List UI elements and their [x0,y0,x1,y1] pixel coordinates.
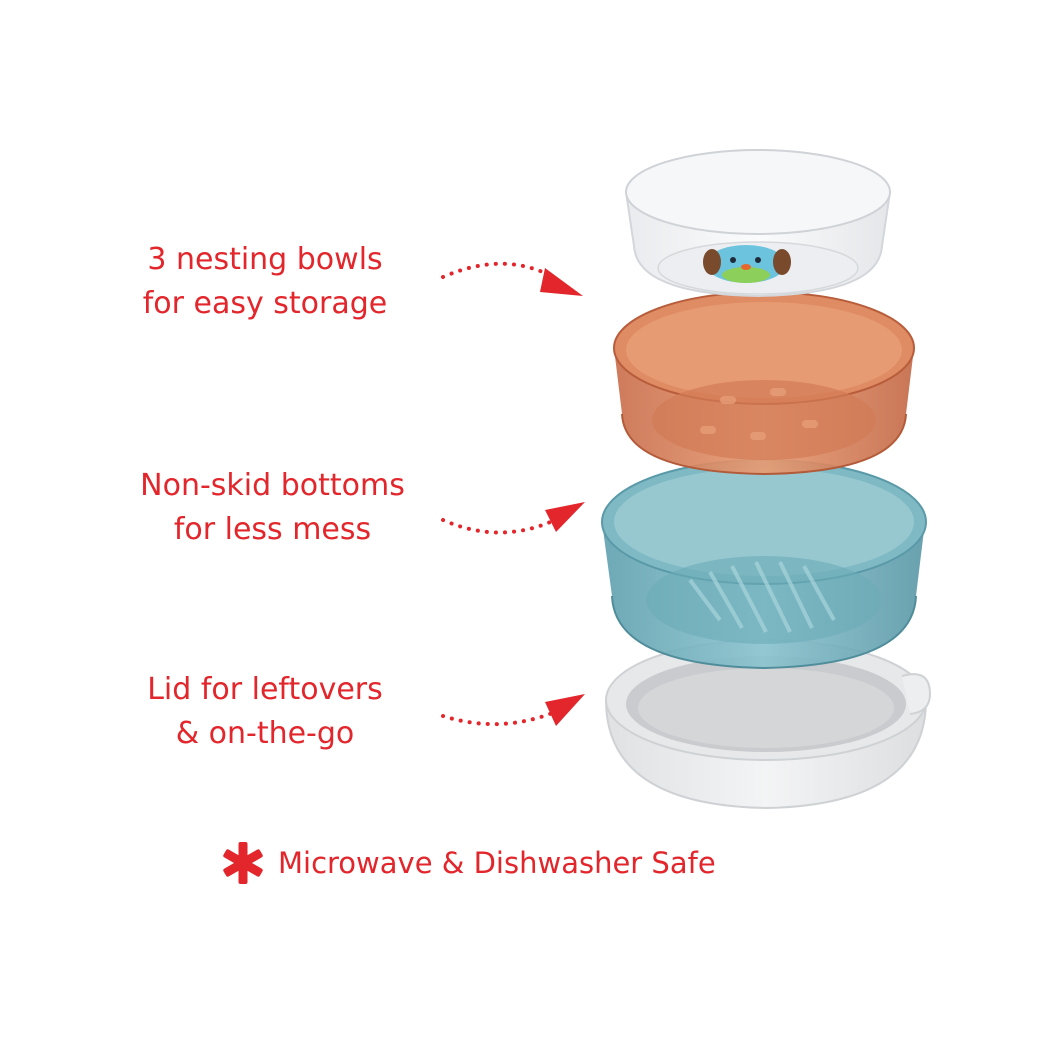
callout-line: & on-the-go [175,716,355,751]
footer-note: Microwave & Dishwasher Safe [220,838,840,888]
footer-text: Microwave & Dishwasher Safe [278,846,716,880]
callout-non-skid-bottoms: Non-skid bottoms for less mess [100,464,445,552]
dog-face-icon [703,245,791,283]
dotted-arrow-icon [441,261,583,296]
asterisk-icon [223,842,263,884]
callout-lid: Lid for leftovers & on-the-go [100,668,430,756]
blue-bowl [601,459,927,670]
callout-line: Non-skid bottoms [140,468,405,503]
clear-bowl [624,149,892,298]
callout-nesting-bowls: 3 nesting bowls for easy storage [100,238,430,326]
dotted-arrow-icon [441,694,585,727]
dotted-arrow-icon [441,502,585,535]
callout-line: for easy storage [142,286,388,321]
orange-bowl [613,291,915,476]
callout-line: 3 nesting bowls [147,242,383,277]
callout-line: Lid for leftovers [147,672,383,707]
callout-line: for less mess [173,512,372,547]
